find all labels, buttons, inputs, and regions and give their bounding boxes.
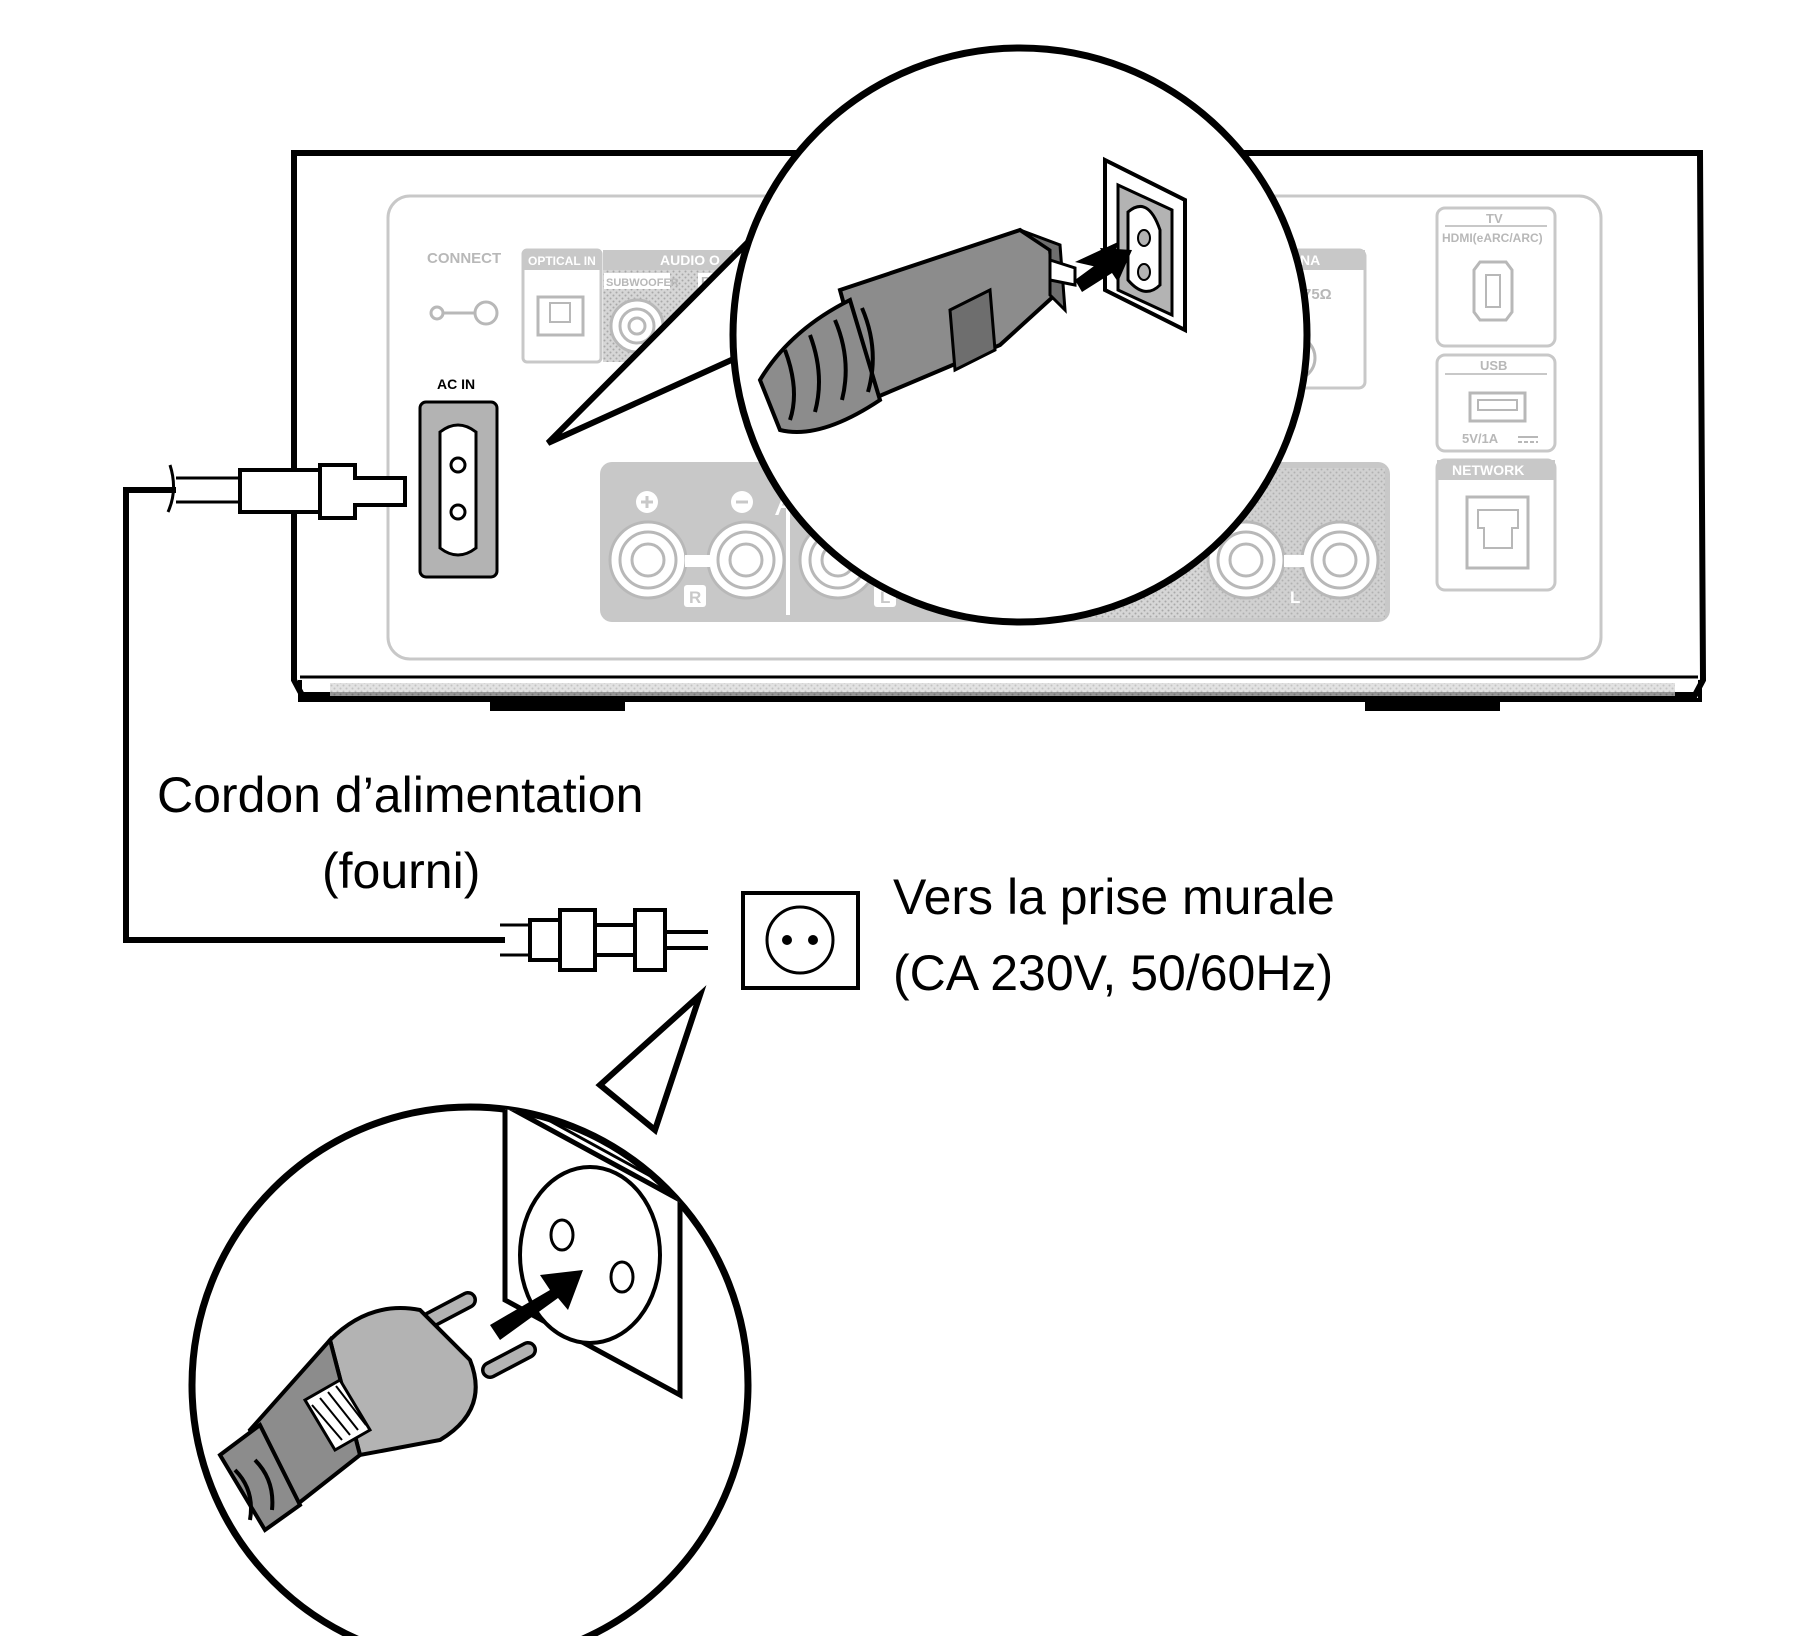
usb-label: USB bbox=[1480, 358, 1507, 373]
hdmi-port: TV HDMI(eARC/ARC) bbox=[1435, 206, 1557, 348]
audio-out-label: AUDIO O bbox=[660, 252, 720, 268]
power-cord bbox=[123, 463, 708, 972]
right-a-label: R bbox=[689, 588, 701, 607]
left-a-label: L bbox=[880, 588, 890, 607]
tv-label: TV bbox=[1486, 211, 1503, 226]
callout-ac-inlet bbox=[545, 44, 1311, 626]
subwoofer-label: SUBWOOFER bbox=[606, 277, 679, 289]
wall-outlet bbox=[741, 891, 860, 990]
usb-port: USB 5V/1A bbox=[1435, 353, 1557, 453]
callout-wall-plug bbox=[188, 985, 752, 1636]
connect-button bbox=[429, 300, 499, 326]
network-label: NETWORK bbox=[1452, 462, 1524, 478]
outlet-caption-line1: Vers la prise murale bbox=[893, 869, 1335, 925]
cord-caption-line1: Cordon d’alimentation bbox=[157, 767, 643, 823]
cord-caption-line2: (fourni) bbox=[322, 843, 480, 899]
connect-label: CONNECT bbox=[427, 250, 501, 267]
hdmi-label: HDMI(eARC/ARC) bbox=[1442, 231, 1543, 245]
optical-in-label: OPTICAL IN bbox=[528, 254, 596, 268]
usb-rating-label: 5V/1A bbox=[1462, 431, 1499, 446]
ac-in-label: AC IN bbox=[437, 376, 475, 392]
outlet-caption-line2: (CA 230V, 50/60Hz) bbox=[893, 945, 1333, 1001]
network-port: NETWORK bbox=[1435, 458, 1557, 592]
left-b-label: L bbox=[1290, 588, 1300, 607]
optical-in-port: OPTICAL IN bbox=[521, 248, 603, 364]
ac-in-port: AC IN bbox=[418, 376, 499, 579]
